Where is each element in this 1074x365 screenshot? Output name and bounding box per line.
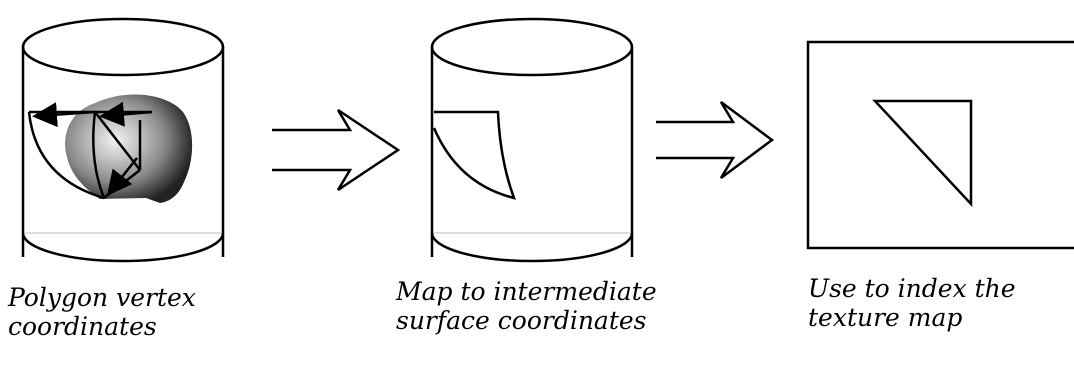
caption-intermediate-surface: Map to intermediate surface coordinates [396,277,657,335]
texture-triangle [872,99,973,208]
caption-2-line-1: Map to intermediate [396,277,657,306]
caption-polygon-vertex: Polygon vertex coordinates [8,283,196,341]
vector-arrow [99,101,153,127]
cylinder-2-bottom [430,232,634,263]
caption-3-line-2: texture map [808,303,963,332]
caption-texture-map: Use to index the texture map [808,274,1016,332]
caption-2-line-2: surface coordinates [396,306,647,335]
cylinder-1 [21,17,225,263]
vector-arrow [32,102,96,128]
cylinder-1-bottom [21,232,225,263]
cylinder-2 [430,17,634,263]
vertex-vectors [32,101,153,196]
surface-patch [432,110,516,200]
process-arrow-1 [272,108,401,192]
cylinder-1-top [21,17,225,77]
caption-1-line-2: coordinates [8,312,157,341]
caption-1-line-1: Polygon vertex [8,283,196,312]
cylinder-2-top [430,17,634,77]
texture-map-frame [806,40,1074,250]
vector-arrow [106,157,138,196]
caption-3-line-1: Use to index the [808,274,1016,303]
process-arrow-2 [656,100,775,180]
